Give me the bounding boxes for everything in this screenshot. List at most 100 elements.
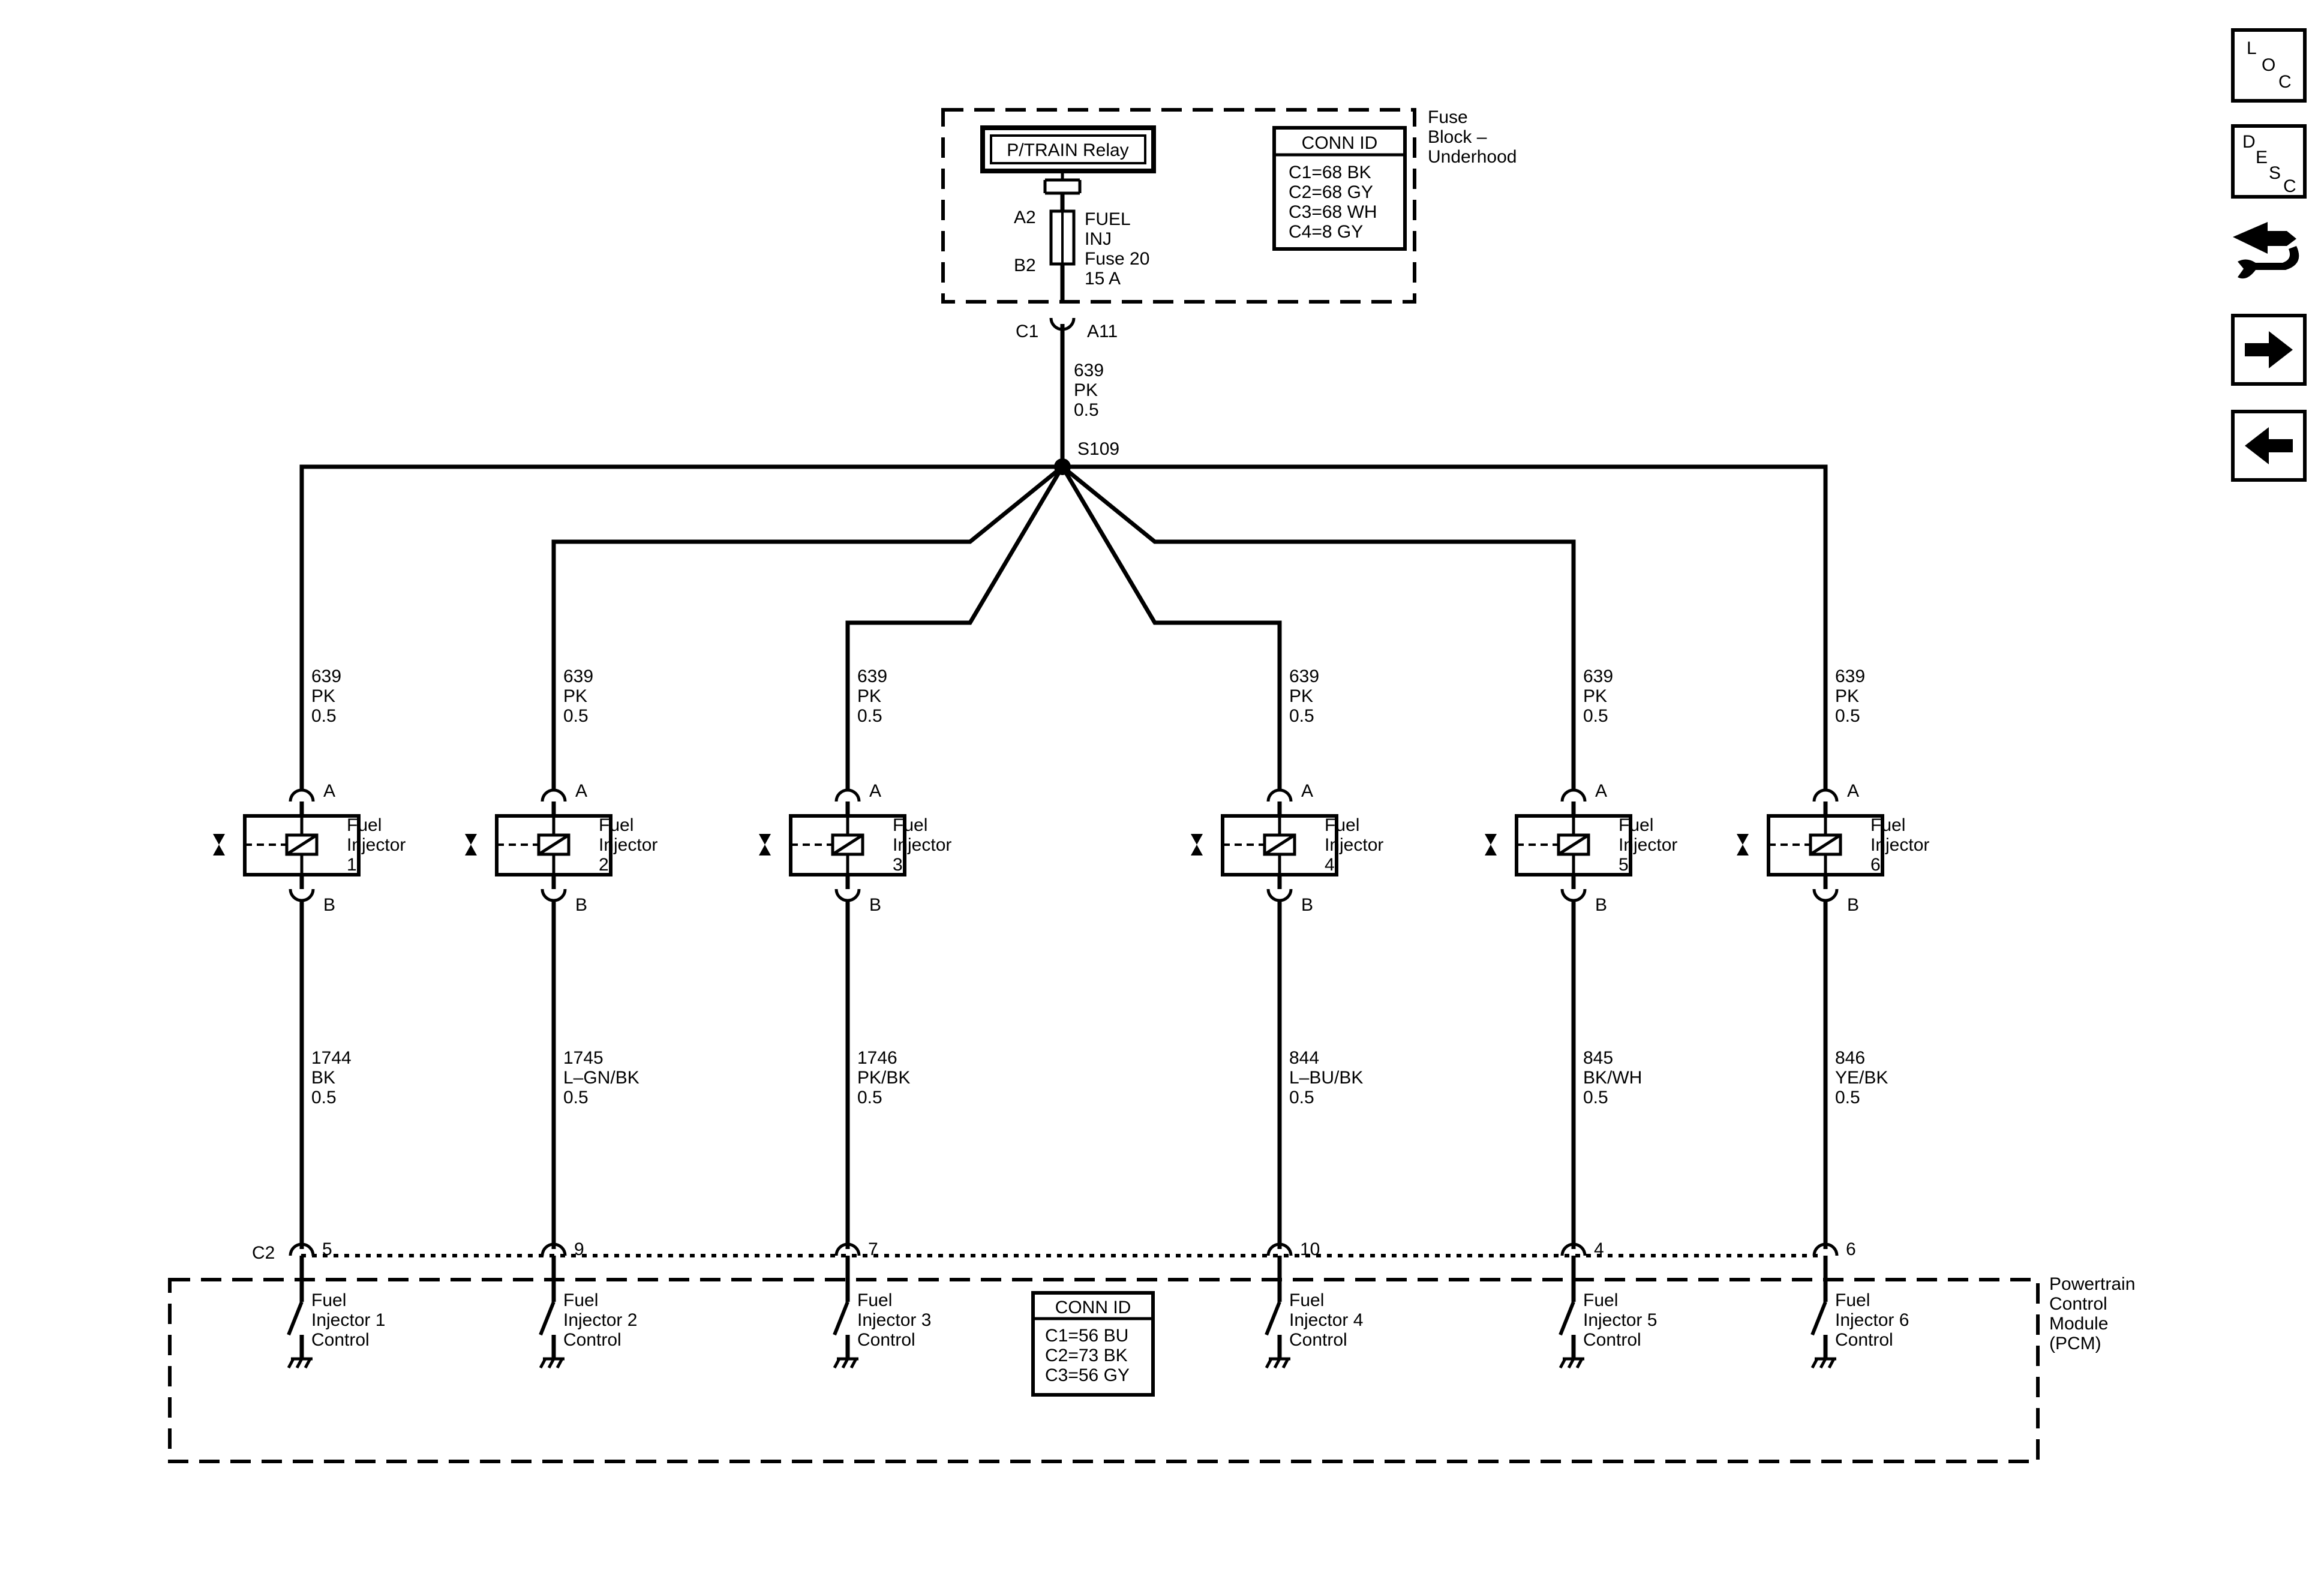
next-button[interactable] xyxy=(2231,314,2307,386)
injector-case-symbol-5 xyxy=(1485,834,1497,855)
pcm-driver-switch-3 xyxy=(833,1301,849,1336)
pcm-driver-switch-6 xyxy=(1810,1301,1827,1336)
pcm-control-label-3-1: Control xyxy=(311,1330,370,1350)
loc-letter-o: O xyxy=(2262,55,2275,75)
pcm-conn-id-2: C2=73 BK xyxy=(1045,1346,1128,1365)
injector-column-6: 639PK0.5AFuelInjector6B846YE/BK0.56FuelI… xyxy=(1062,464,1929,1369)
supply-wire-1 xyxy=(299,464,1062,791)
feed-wire-label-3: 0.5 xyxy=(1074,400,1099,420)
pcm-connector-c2: C2 xyxy=(252,1243,275,1263)
pcm-pin-symbol-1 xyxy=(289,1242,315,1256)
ground-icon-6 xyxy=(1810,1357,1836,1369)
supply-wire-color-1: PK xyxy=(311,686,335,706)
injector-name-2-5: Injector xyxy=(1619,835,1677,855)
pcm-driver-switch-1 xyxy=(287,1301,304,1336)
injector-name-3-6: 6 xyxy=(1870,855,1881,875)
injector-pin-a-symbol-1 xyxy=(289,788,315,802)
injector-pin-b-label-3: B xyxy=(869,895,881,915)
fuse-block-conn-id-title: CONN ID xyxy=(1302,133,1378,153)
fuse-label-2: INJ xyxy=(1085,229,1112,249)
back-button[interactable] xyxy=(2231,410,2307,482)
supply-wire-number-6: 639 xyxy=(1835,667,1865,686)
injector-name-1-6: Fuel xyxy=(1870,815,1905,835)
feed-connector-c1: C1 xyxy=(1016,322,1038,341)
injector-case-symbol-3 xyxy=(759,834,771,855)
injector-name-1-2: Fuel xyxy=(599,815,633,835)
loc-letter-c: C xyxy=(2278,72,2292,92)
ground-icon-1 xyxy=(287,1357,313,1369)
supply-wire-6 xyxy=(1062,464,1828,791)
pcm-control-label-1-3: Fuel xyxy=(857,1290,892,1310)
pcm-control-label-1-6: Fuel xyxy=(1835,1290,1870,1310)
pcm-title-4: (PCM) xyxy=(2049,1334,2101,1353)
supply-wire-color-4: PK xyxy=(1289,686,1313,706)
pcm-title-2: Control xyxy=(2049,1294,2107,1314)
desc-letter-d: D xyxy=(2242,132,2256,152)
injector-name-2-6: Injector xyxy=(1870,835,1929,855)
pcm-control-label-1-4: Fuel xyxy=(1289,1290,1324,1310)
connector-tool-icon[interactable] xyxy=(2233,222,2299,279)
injector-pin-a-symbol-2 xyxy=(541,788,567,802)
arrow-left-icon[interactable] xyxy=(2245,427,2293,464)
injector-pin-b-label-5: B xyxy=(1595,895,1607,915)
injector-pin-a-symbol-3 xyxy=(834,788,861,802)
injector-column-4: 639PK0.5AFuelInjector4B844L–BU/BK0.510Fu… xyxy=(1060,466,1383,1369)
injector-name-2-3: Injector xyxy=(893,835,951,855)
injector-name-2-1: Injector xyxy=(347,835,406,855)
desc-button[interactable]: D E S C xyxy=(2231,124,2307,199)
signal-wire-size-3: 0.5 xyxy=(857,1088,882,1107)
pcm-conn-id-table xyxy=(1031,1291,1155,1397)
pcm-pin-symbol-6 xyxy=(1812,1242,1839,1256)
pcm-control-label-3-5: Control xyxy=(1583,1330,1641,1350)
loc-letter-l: L xyxy=(2247,38,2257,58)
fuse-block-title-1: Fuse xyxy=(1428,107,1468,127)
pcm-control-label-3-4: Control xyxy=(1289,1330,1347,1350)
loc-button[interactable]: L O C xyxy=(2231,28,2307,103)
injector-pin-b-symbol-6 xyxy=(1812,888,1839,902)
fuse-block-conn-id-table xyxy=(1272,126,1407,251)
feed-wire-label-1: 639 xyxy=(1074,361,1104,380)
relay-contact-link xyxy=(1043,171,1082,195)
injector-case-symbol-2 xyxy=(465,834,477,855)
signal-wire-color-4: L–BU/BK xyxy=(1289,1068,1363,1088)
injector-pin-b-label-4: B xyxy=(1301,895,1313,915)
pcm-control-label-3-3: Control xyxy=(857,1330,915,1350)
supply-wire-size-1: 0.5 xyxy=(311,706,337,726)
desc-letter-e: E xyxy=(2256,148,2268,167)
injector-name-2-4: Injector xyxy=(1325,835,1383,855)
injector-name-3-3: 3 xyxy=(893,855,903,875)
pcm-control-label-1-5: Fuel xyxy=(1583,1290,1618,1310)
signal-wire-number-5: 845 xyxy=(1583,1048,1613,1068)
fuse-label-1: FUEL xyxy=(1085,209,1131,229)
supply-wire-size-3: 0.5 xyxy=(857,706,882,726)
ground-icon-5 xyxy=(1559,1357,1584,1369)
signal-wire-color-5: BK/WH xyxy=(1583,1068,1642,1088)
injector-pin-b-symbol-5 xyxy=(1560,888,1587,902)
injector-pin-b-label-2: B xyxy=(575,895,587,915)
pcm-pin-symbol-3 xyxy=(834,1242,861,1256)
fuse-block-outline xyxy=(941,108,1416,304)
supply-wire-color-5: PK xyxy=(1583,686,1607,706)
signal-wire-size-5: 0.5 xyxy=(1583,1088,1608,1107)
pcm-control-label-1-1: Fuel xyxy=(311,1290,346,1310)
injector-column-5: 639PK0.5AFuelInjector5B845BK/WH0.54FuelI… xyxy=(1061,465,1677,1369)
signal-wire-color-2: L–GN/BK xyxy=(563,1068,639,1088)
injector-pin-a-label-4: A xyxy=(1301,781,1313,801)
ground-icon-4 xyxy=(1265,1357,1290,1369)
signal-wire-size-6: 0.5 xyxy=(1835,1088,1860,1107)
supply-wire-number-1: 639 xyxy=(311,667,341,686)
injector-name-3-1: 1 xyxy=(347,855,357,875)
injector-name-1-1: Fuel xyxy=(347,815,382,835)
ptrain-relay-box xyxy=(980,125,1156,173)
injector-pin-b-label-6: B xyxy=(1847,895,1859,915)
supply-wire-number-4: 639 xyxy=(1289,667,1319,686)
arrow-right-icon[interactable] xyxy=(2245,331,2293,368)
signal-wire-color-6: YE/BK xyxy=(1835,1068,1888,1088)
injector-case-symbol-1 xyxy=(213,834,225,855)
connector-tool-button[interactable] xyxy=(2233,222,2299,279)
pcm-control-label-3-6: Control xyxy=(1835,1330,1893,1350)
signal-wire-number-3: 1746 xyxy=(857,1048,897,1068)
injector-pin-a-label-3: A xyxy=(869,781,881,801)
